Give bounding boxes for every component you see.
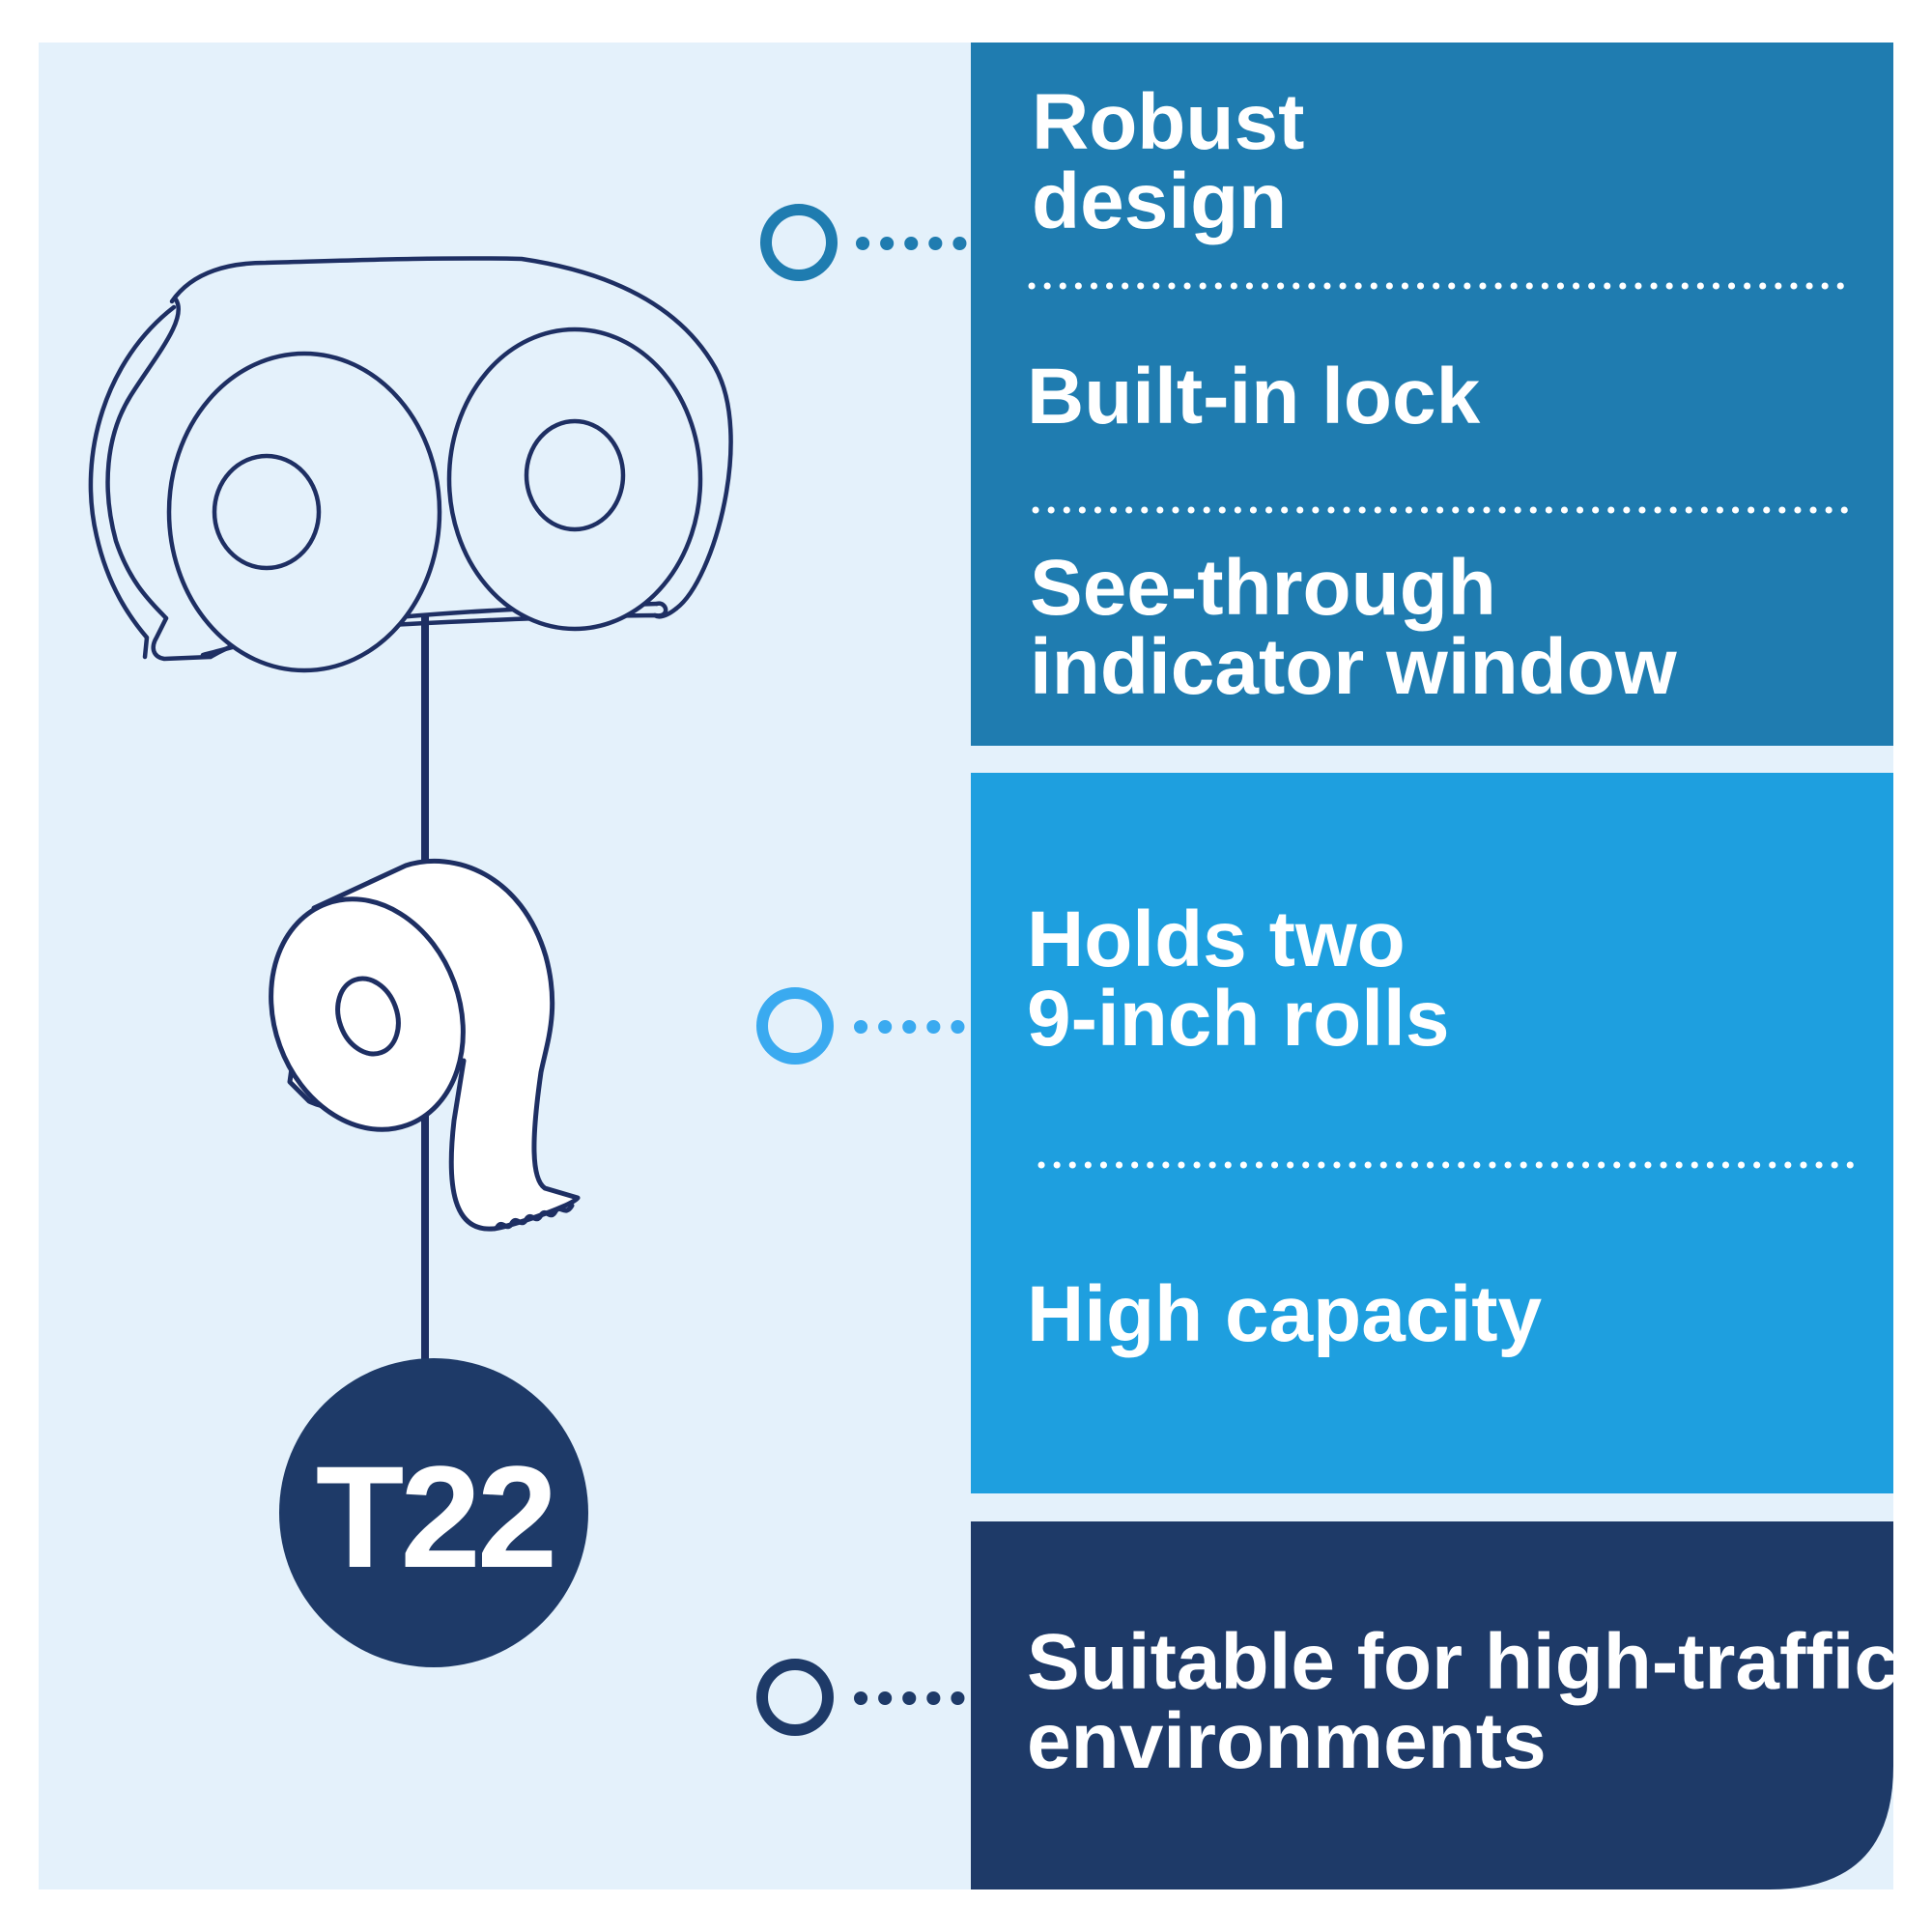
connector-middle <box>756 987 966 1065</box>
badge-circle <box>279 1358 588 1667</box>
toilet-roll-icon <box>269 858 581 1232</box>
feature-built-in-lock: Built-in lock <box>1027 357 1480 437</box>
dispenser-icon <box>88 256 733 673</box>
feature-lock-line1: Built-in lock <box>1027 353 1481 440</box>
feature-holds-two-rolls: Holds two 9-inch rolls <box>1027 900 1449 1059</box>
feature-high-capacity: High capacity <box>1027 1275 1542 1354</box>
connector-top <box>760 204 968 281</box>
feature-see-through-window: See-through indicator window <box>1030 549 1677 707</box>
feature-traffic-line2: environments <box>1027 1697 1547 1785</box>
feature-rolls-line2: 9-inch rolls <box>1027 975 1450 1063</box>
connector-circle-icon <box>756 987 834 1065</box>
connector-circle-icon <box>760 204 838 281</box>
feature-rolls-line1: Holds two <box>1027 895 1406 983</box>
panel-middle <box>971 773 1893 1493</box>
feature-window-line2: indicator window <box>1030 623 1677 711</box>
feature-robust-line2: design <box>1032 157 1288 245</box>
feature-robust-line1: Robust <box>1032 78 1305 166</box>
panel-bottom <box>971 1521 1893 1889</box>
feature-robust-design: Robust design <box>1032 83 1304 242</box>
feature-capacity-line1: High capacity <box>1027 1270 1543 1358</box>
badge-label: T22 <box>315 1435 557 1598</box>
connector-bottom <box>756 1659 966 1736</box>
connector-circle-icon <box>756 1659 834 1736</box>
feature-traffic-line1: Suitable for high-traffic <box>1027 1618 1898 1706</box>
feature-window-line1: See-through <box>1030 544 1496 632</box>
feature-high-traffic: Suitable for high-traffic environments <box>1027 1623 1898 1781</box>
panel-top <box>971 43 1893 746</box>
